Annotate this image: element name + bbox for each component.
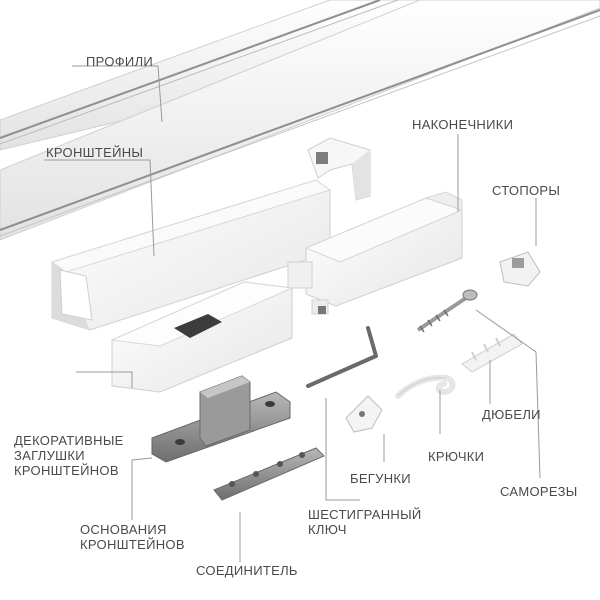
label-hooks: КРЮЧКИ: [428, 449, 485, 464]
runner: [345, 395, 383, 433]
bracket-tube: [50, 179, 332, 331]
connector: [213, 447, 325, 501]
decorative-cap: [110, 281, 294, 393]
label-bracket-bases: ОСНОВАНИЯ КРОНШТЕЙНОВ: [80, 522, 185, 552]
bracket-hook: [307, 137, 371, 201]
label-screws: САМОРЕЗЫ: [500, 484, 578, 499]
label-end-caps: НАКОНЕЧНИКИ: [412, 117, 514, 132]
label-stoppers: СТОПОРЫ: [492, 183, 561, 198]
label-hex-key: ШЕСТИГРАННЫЙ КЛЮЧ: [308, 507, 422, 537]
label-profiles: ПРОФИЛИ: [86, 54, 154, 69]
stopper: [499, 251, 541, 287]
label-decorative-caps: ДЕКОРАТИВНЫЕ ЗАГЛУШКИ КРОНШТЕЙНОВ: [14, 433, 124, 478]
label-brackets: КРОНШТЕЙНЫ: [46, 145, 144, 160]
hex-key: [306, 326, 378, 388]
end-cap: [287, 191, 464, 315]
screw: [416, 289, 478, 333]
hook: [395, 374, 456, 399]
dowel: [461, 333, 523, 373]
leader-lines: [44, 65, 541, 562]
bracket-base: [151, 375, 291, 463]
profile-rails: [0, 0, 600, 241]
label-connector: СОЕДИНИТЕЛЬ: [196, 563, 298, 578]
label-runners: БЕГУНКИ: [350, 471, 411, 486]
label-dowels: ДЮБЕЛИ: [482, 407, 541, 422]
